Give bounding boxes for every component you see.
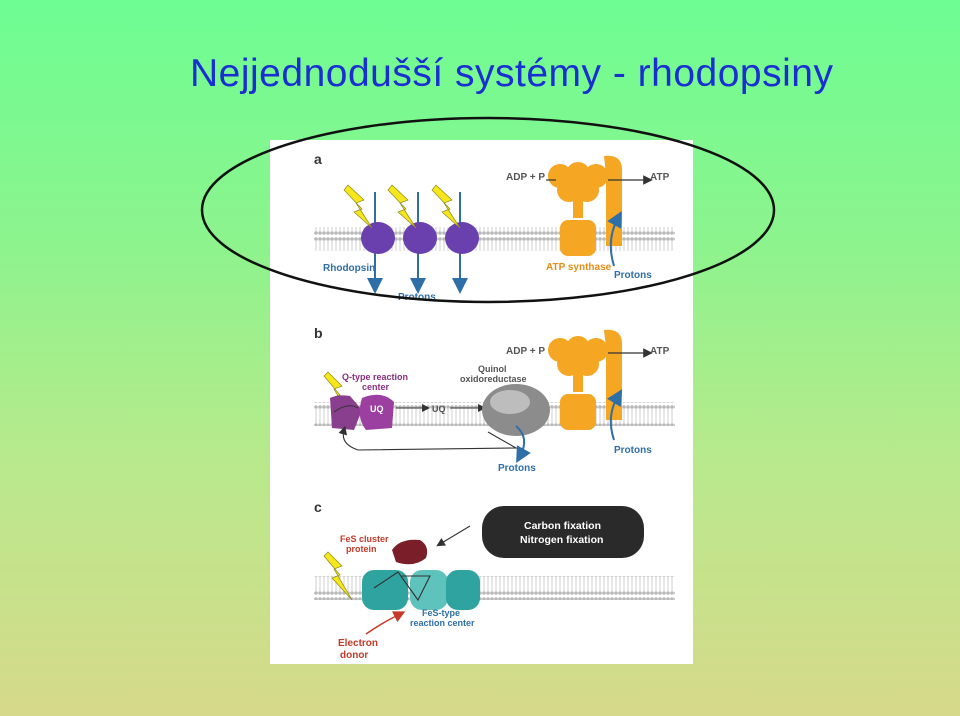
adp-label-b: ADP + P <box>506 346 545 357</box>
figure-panel: a Rhodopsin Protons ADP + P <box>270 140 693 664</box>
protons-label-b-right: Protons <box>614 445 652 456</box>
quinol-label-1: Quinol <box>478 364 507 374</box>
panel-a-letter: a <box>314 151 322 167</box>
electron-donor-arrow <box>365 611 406 635</box>
adp-label-a: ADP + P <box>506 172 545 183</box>
proton-arrow-b <box>515 425 531 463</box>
protons-label-a-right: Protons <box>614 270 652 281</box>
nitrogen-fixation-label: Nitrogen fixation <box>520 534 603 546</box>
atp-label-b: ATP <box>650 346 670 357</box>
light-bolt-c <box>323 551 353 601</box>
q-reaction-center-left <box>330 395 362 430</box>
panel-b-letter: b <box>314 325 323 341</box>
uq-label-2: UQ <box>432 404 446 414</box>
q-type-label-2: center <box>362 382 390 392</box>
electron-return-b <box>338 425 519 451</box>
fes-cluster-label-1: FeS cluster <box>340 534 389 544</box>
rhodopsin-2 <box>403 222 437 254</box>
fixation-box <box>482 506 644 558</box>
fes-reaction-center-left <box>362 570 408 610</box>
q-type-label-1: Q-type reaction <box>342 372 408 382</box>
rhodopsin-1 <box>361 222 395 254</box>
light-bolt-a3 <box>431 184 461 229</box>
panel-c-letter: c <box>314 499 322 515</box>
light-bolt-a1 <box>343 184 373 229</box>
q-reaction-center-right <box>359 394 394 430</box>
panel-a: a Rhodopsin Protons ADP + P <box>314 151 675 303</box>
fes-reaction-center-right <box>446 570 480 610</box>
electron-donor-label-1: Electron <box>338 638 378 649</box>
electron-donor-label-2: donor <box>340 650 368 661</box>
light-bolt-a2 <box>387 184 417 229</box>
fixation-arrow <box>436 525 471 547</box>
rhodopsin-label: Rhodopsin <box>323 263 375 274</box>
carbon-fixation-label: Carbon fixation <box>524 520 601 532</box>
fes-cluster-protein <box>392 539 428 565</box>
fes-type-label-1: FeS-type <box>422 608 460 618</box>
protons-label-b: Protons <box>498 463 536 474</box>
electron-path-b1 <box>333 405 359 413</box>
electron-path-c <box>373 571 431 602</box>
slide-title: Nejjednodušší systémy - rhodopsiny <box>190 52 834 95</box>
fes-type-label-2: reaction center <box>410 618 475 628</box>
proton-flow-b <box>607 389 623 441</box>
photosystem-figure: a Rhodopsin Protons ADP + P <box>314 151 675 661</box>
atp-synthase-label: ATP synthase <box>546 262 612 273</box>
protons-label-a: Protons <box>398 292 436 303</box>
panel-c: c Carbon fixation Nitrogen fixation FeS … <box>314 499 675 661</box>
rhodopsin-3 <box>445 222 479 254</box>
panel-b: b Q-type reaction center UQ UQ Quinol ox… <box>314 325 675 474</box>
fes-cluster-label-2: protein <box>346 544 377 554</box>
fes-reaction-center-mid <box>410 570 448 610</box>
uq-label-1: UQ <box>370 404 384 414</box>
quinol-label-2: oxidoreductase <box>460 374 527 384</box>
quinol-highlight <box>490 390 530 414</box>
atp-label-a: ATP <box>650 172 670 183</box>
